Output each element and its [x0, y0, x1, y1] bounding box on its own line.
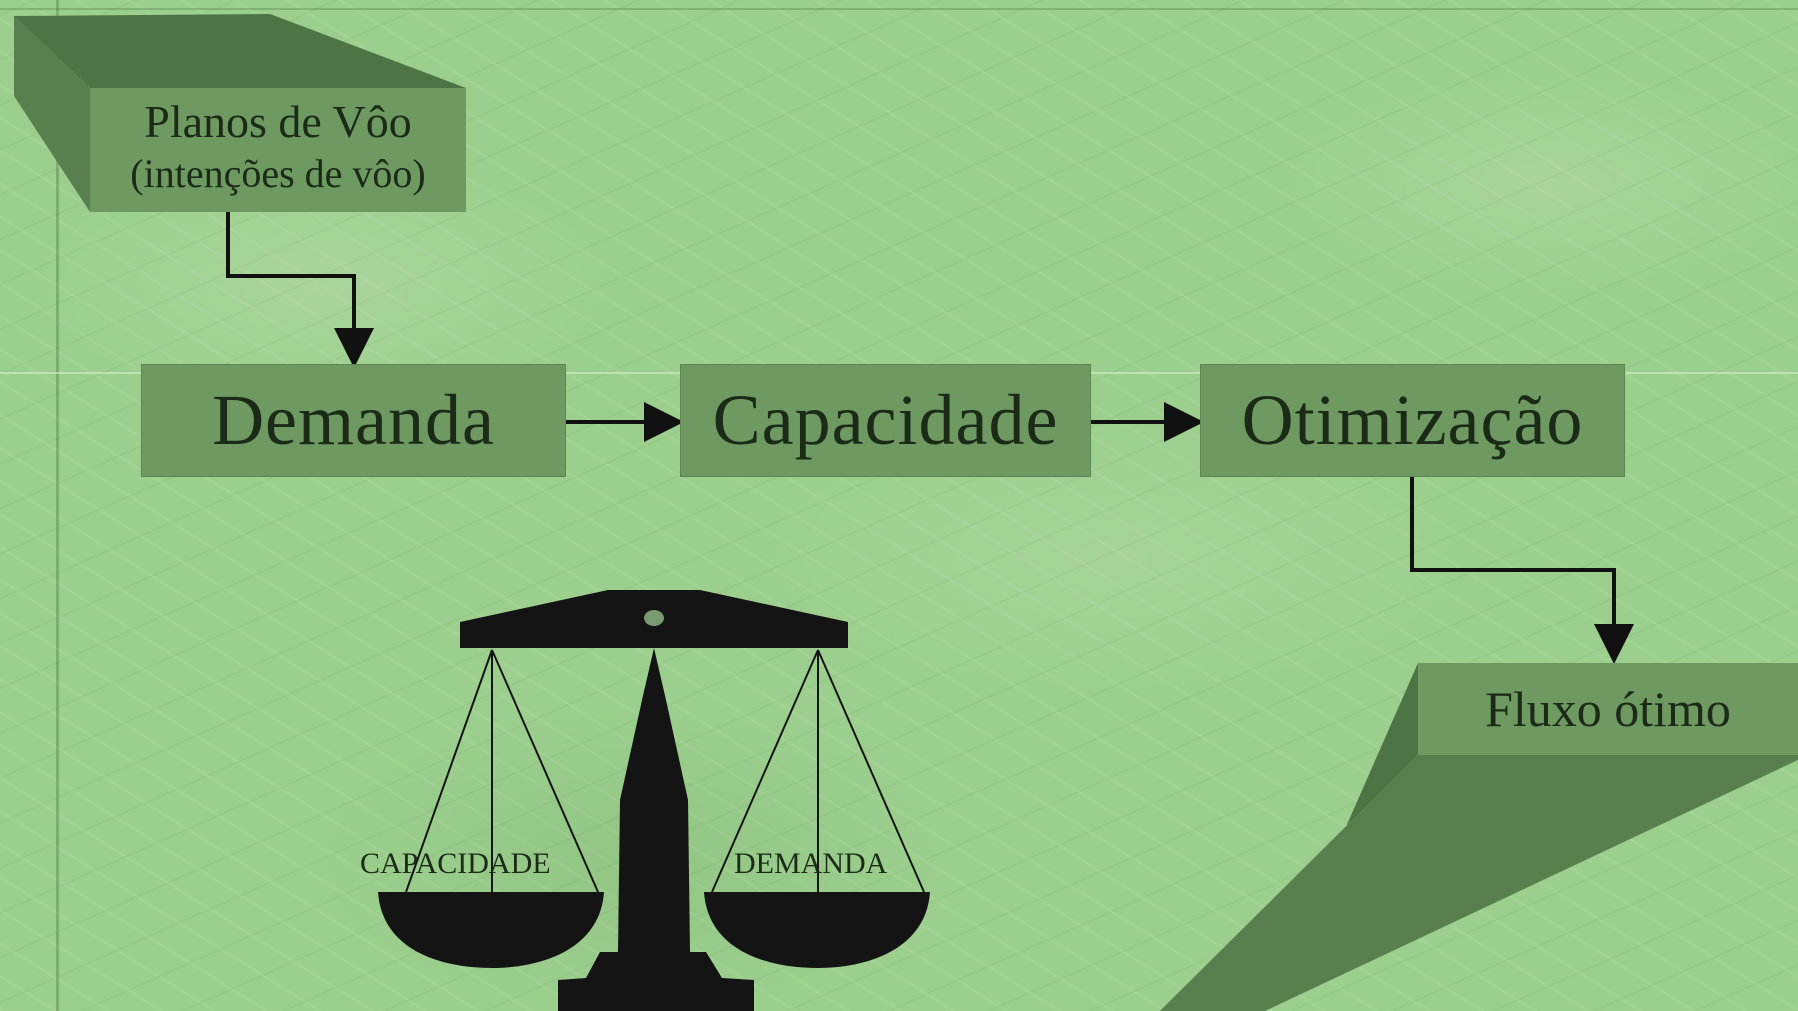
left-border-line	[56, 0, 59, 1011]
planos-box-side	[14, 16, 90, 212]
optimal-flow-box: Fluxo ótimo	[1418, 663, 1798, 755]
connector-planos-to-demanda	[226, 212, 374, 368]
fluxo-box-bottom	[1160, 755, 1798, 1011]
demand-box: Demanda	[141, 364, 566, 477]
flight-plans-subtitle: (intenções de vôo)	[130, 151, 426, 197]
top-border-line	[0, 8, 1798, 10]
planos-box-top	[14, 14, 466, 88]
flight-plans-box: Planos de Vôo (intenções de vôo)	[90, 88, 466, 212]
balance-scale-icon	[378, 590, 930, 1011]
demand-label: Demanda	[212, 380, 495, 460]
balance-left-pan-label: CAPACIDADE	[360, 847, 551, 880]
optimal-flow-label: Fluxo ótimo	[1485, 681, 1731, 737]
optimization-box: Otimização	[1200, 364, 1625, 477]
capacity-box: Capacidade	[680, 364, 1091, 477]
connector-otimizacao-to-fluxo	[1410, 476, 1634, 664]
flight-plans-title: Planos de Vôo	[144, 96, 412, 147]
optimization-label: Otimização	[1241, 380, 1584, 460]
balance-right-pan-label: DEMANDA	[734, 847, 888, 880]
capacity-label: Capacidade	[712, 380, 1059, 460]
